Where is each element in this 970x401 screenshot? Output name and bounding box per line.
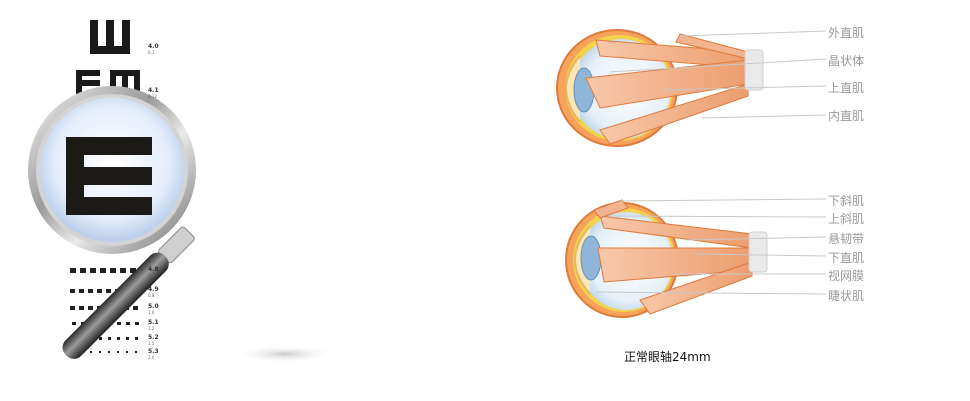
label-lens: 晶状体: [828, 54, 865, 68]
label-retina: 视网膜: [828, 269, 865, 283]
eye-anatomy-diagram: [556, 29, 827, 318]
top-eye: [556, 29, 827, 147]
label-zonule: 悬韧带: [828, 232, 865, 246]
axis-length-caption: 正常眼轴24mm: [624, 350, 711, 364]
magnifier-lens: [28, 86, 196, 254]
eye-chart-illustration: [28, 20, 337, 363]
label-inferior-rectus: 下直肌: [828, 251, 865, 265]
label-superior-oblique: 上斜肌: [828, 212, 865, 226]
magnified-e-symbol: [66, 137, 152, 215]
magnifier-shadow: [233, 345, 337, 363]
big-e-symbol: [90, 20, 130, 54]
label-superior-rectus: 上直肌: [828, 81, 865, 95]
label-ciliary-muscle: 睫状肌: [828, 289, 865, 303]
label-lateral-rectus: 外直肌: [828, 26, 865, 40]
second-row-symbols: [76, 70, 140, 96]
bottom-eye: [565, 198, 827, 318]
label-medial-rectus: 内直肌: [828, 109, 865, 123]
magnifier-handle: [62, 226, 195, 359]
label-inferior-oblique: 下斜肌: [828, 194, 865, 208]
